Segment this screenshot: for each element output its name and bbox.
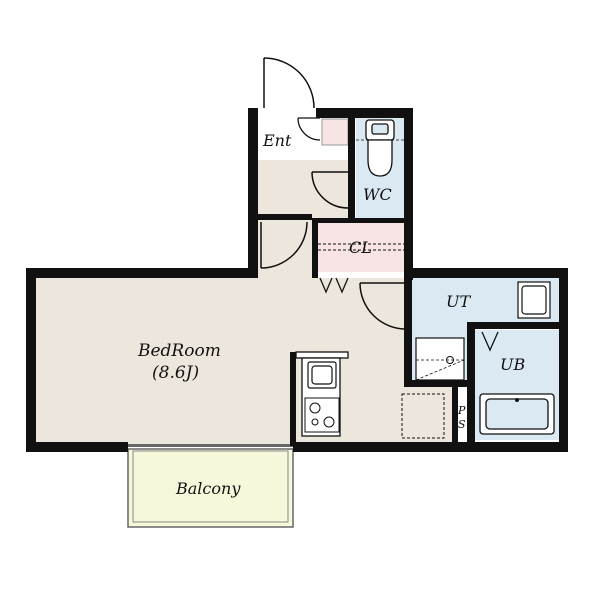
bath-drain-icon — [515, 398, 519, 402]
bedroom-floor — [36, 220, 452, 445]
closet-shelf — [318, 243, 404, 251]
washbasin-icon — [517, 281, 551, 319]
entry-closet-door — [297, 117, 321, 141]
washer-pan — [415, 337, 465, 381]
balcony-rail — [132, 450, 289, 523]
bedroom-label: BedRoom — [137, 341, 221, 361]
pipe-space-label-p: P — [457, 404, 466, 417]
kitchen-counter — [295, 351, 349, 437]
pipe-space-label-s: S — [458, 418, 466, 431]
utility-label: UT — [446, 292, 471, 311]
balcony-label: Balcony — [175, 479, 241, 498]
bathtub-icon — [479, 393, 555, 435]
bedroom-door — [260, 221, 308, 269]
stove-icon — [304, 397, 340, 433]
toilet-icon — [365, 119, 395, 177]
wc-label: WC — [363, 185, 392, 204]
balcony-floor — [127, 448, 294, 528]
entrance-floor — [256, 160, 352, 220]
entry-step — [321, 118, 349, 146]
closet-floor — [318, 222, 404, 272]
closet-doors — [319, 277, 349, 294]
ut-dash-diag — [415, 359, 465, 381]
wc-door — [311, 171, 349, 209]
sink-icon — [307, 361, 337, 389]
entrance-door — [263, 57, 315, 109]
ub-door — [481, 331, 499, 352]
ut-door — [359, 282, 407, 330]
fridge-space — [401, 393, 445, 439]
entrance-label: Ent — [262, 131, 292, 150]
bedroom-size-label: (8.6J) — [152, 363, 199, 383]
bath-label: UB — [500, 355, 525, 374]
walls — [26, 108, 568, 452]
closet-label: CL — [349, 238, 372, 257]
